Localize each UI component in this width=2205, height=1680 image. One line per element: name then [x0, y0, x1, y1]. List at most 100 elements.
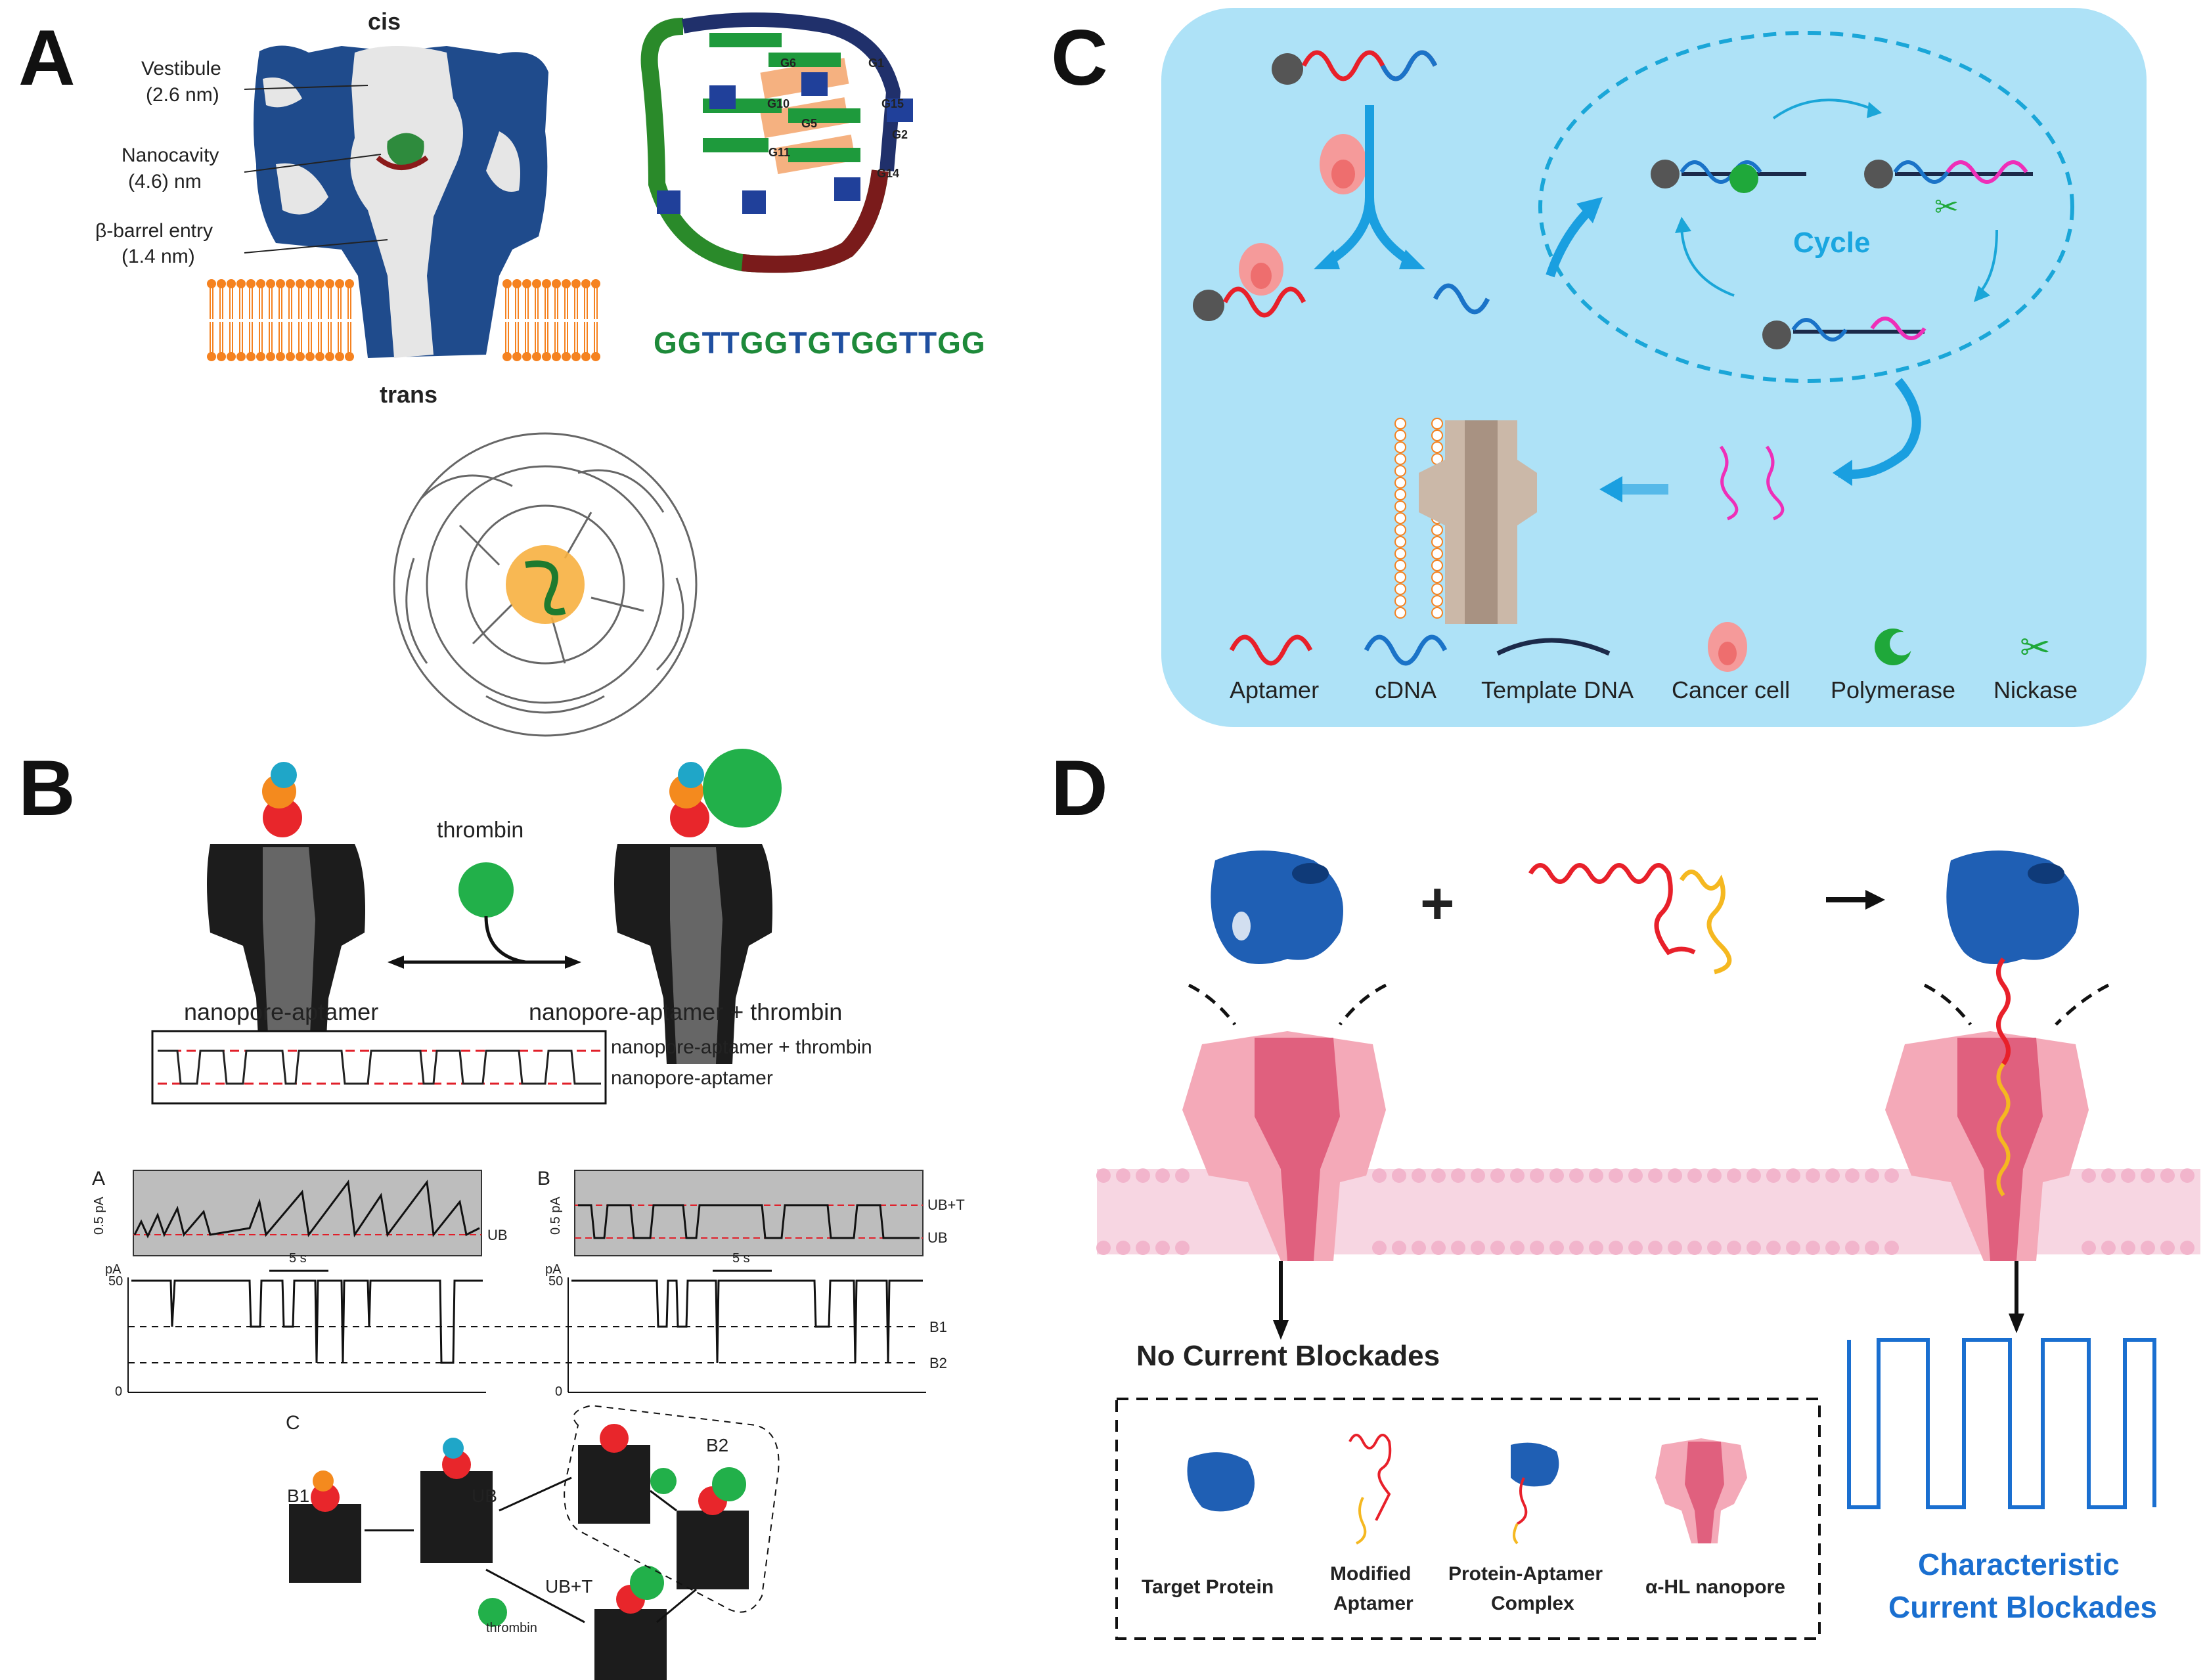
lipid-head	[1609, 1168, 1623, 1183]
lipid-head	[227, 352, 236, 361]
lipid-head	[562, 352, 571, 361]
lipid-head	[532, 352, 541, 361]
lipid-head	[305, 279, 315, 288]
seq-part: T	[832, 326, 851, 360]
lipid-head	[207, 352, 216, 361]
g-label: G5	[801, 117, 818, 130]
lipid-head	[345, 352, 354, 361]
thrombin-small-label: thrombin	[486, 1621, 537, 1635]
lipid-head	[1510, 1168, 1525, 1183]
pa-unit-a: pA	[105, 1262, 122, 1277]
lipid-head	[256, 279, 265, 288]
lipid-head	[1394, 465, 1406, 477]
legend-modified-2: Aptamer	[1333, 1593, 1414, 1614]
lipid-head	[1394, 418, 1406, 430]
lipid-head	[1451, 1241, 1465, 1255]
lipid-head	[1394, 430, 1406, 441]
plus-sign: +	[1420, 871, 1455, 937]
lipid-head	[266, 352, 275, 361]
lipid-head	[1786, 1241, 1800, 1255]
lipid-head	[1589, 1241, 1603, 1255]
lipid-head	[246, 352, 256, 361]
lipid-head	[522, 352, 531, 361]
legend-target-protein: Target Protein	[1142, 1576, 1274, 1598]
lipid-head	[591, 279, 600, 288]
lipid-head	[502, 279, 512, 288]
lipid-head	[591, 352, 600, 361]
lipid-head	[1372, 1241, 1387, 1255]
lipid-head	[1431, 560, 1443, 571]
lipid-head	[1096, 1168, 1111, 1183]
lipid-head	[1116, 1241, 1130, 1255]
cis-label: cis	[368, 8, 401, 35]
lipid-head	[1431, 536, 1443, 548]
blockade-trace	[1847, 1338, 2156, 1509]
lipid-head	[246, 279, 256, 288]
lipid-head	[1136, 1241, 1150, 1255]
lipid-head	[502, 352, 512, 361]
vestibule-label: Vestibule	[141, 58, 221, 79]
svg-text:✂: ✂	[1934, 190, 1959, 224]
lipid-head	[1589, 1168, 1603, 1183]
lipid-head	[542, 352, 551, 361]
lipid-head	[1747, 1168, 1761, 1183]
nanopore-aptamer-thrombin-right	[614, 749, 782, 1064]
y0-b: 0	[555, 1384, 563, 1399]
lipid-head	[2141, 1168, 2155, 1183]
lipid-head	[1394, 489, 1406, 500]
seq-part: TT	[702, 326, 740, 360]
panel-letter-c: C	[1051, 14, 1108, 102]
legend-hl-nanopore: α-HL nanopore	[1645, 1576, 1785, 1598]
lipid-head	[1766, 1241, 1781, 1255]
trans-label: trans	[380, 381, 438, 408]
lipid-head	[1628, 1168, 1643, 1183]
seq-part: TT	[899, 326, 938, 360]
lipid-head	[227, 279, 236, 288]
lipid-head	[1431, 418, 1443, 430]
subpanel-a-label: A	[92, 1168, 106, 1189]
lipid-head	[562, 279, 571, 288]
aptamer-top-view	[506, 545, 585, 624]
membrane-beads	[1096, 1168, 2194, 1255]
lipid-head	[286, 279, 295, 288]
lipid-head	[1175, 1241, 1190, 1255]
lipid-head	[335, 279, 344, 288]
lipid-head	[1394, 441, 1406, 453]
lipid-head	[1394, 536, 1406, 548]
lipid-head	[1392, 1168, 1406, 1183]
state-ub-label: UB	[472, 1486, 497, 1506]
lipid-head	[1372, 1168, 1387, 1183]
lipid-head	[512, 279, 522, 288]
lipid-head	[325, 279, 334, 288]
lipid-head	[571, 352, 581, 361]
lipid-head	[296, 352, 305, 361]
lipid-head	[1431, 607, 1443, 619]
lipid-head	[1530, 1168, 1544, 1183]
aptamer-sequence: GGTTGGTGTGGTTGG	[654, 325, 986, 361]
lipid-head	[2121, 1168, 2135, 1183]
lipid-head	[1431, 571, 1443, 583]
panel-c-background	[1161, 8, 2147, 727]
g-label: G15	[881, 97, 904, 110]
lipid-head	[315, 352, 324, 361]
lipid-head	[296, 279, 305, 288]
legend-complex-1: Protein-Aptamer	[1448, 1563, 1603, 1585]
g-label: G6	[780, 56, 797, 70]
lipid-head	[2160, 1168, 2175, 1183]
y50-a: 50	[108, 1274, 123, 1289]
panel-letter-a: A	[18, 14, 76, 102]
subpanel-c-label: C	[286, 1412, 300, 1434]
lipid-head	[1394, 560, 1406, 571]
pore-inner-surface	[350, 46, 463, 358]
lipid-head	[1431, 441, 1443, 453]
lipid-head	[266, 279, 275, 288]
trace-label-bottom: nanopore-aptamer	[611, 1067, 773, 1089]
lipid-column-c	[1394, 418, 1443, 619]
time-scale-b: 5 s	[732, 1251, 750, 1266]
lipid-head	[2082, 1241, 2096, 1255]
lipid-head	[1392, 1241, 1406, 1255]
seq-part: G	[807, 326, 832, 360]
lipid-head	[1530, 1241, 1544, 1255]
lipid-head	[2180, 1168, 2194, 1183]
